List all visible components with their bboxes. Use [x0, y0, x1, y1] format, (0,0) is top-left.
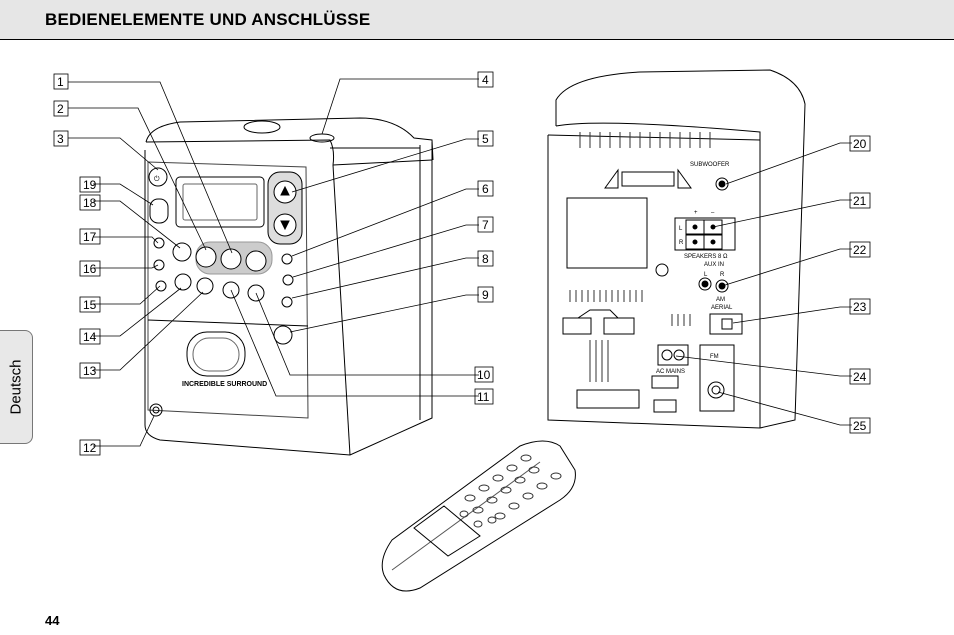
callout-3: 3 [57, 132, 64, 146]
callout-12: 12 [83, 441, 97, 455]
page-title: BEDIENELEMENTE UND ANSCHLÜSSE [45, 10, 371, 29]
page-header: BEDIENELEMENTE UND ANSCHLÜSSE [0, 0, 954, 40]
speaker-l-label: L [679, 226, 683, 232]
callout-2: 2 [57, 102, 64, 116]
callout-25: 25 [853, 419, 867, 433]
callout-21: 21 [853, 194, 867, 208]
callout-15: 15 [83, 298, 97, 312]
callout-7: 7 [482, 218, 489, 232]
callout-6: 6 [482, 182, 489, 196]
speaker-r-label: R [679, 240, 684, 246]
callout-20: 20 [853, 137, 867, 151]
callout-boxes [53, 71, 871, 456]
aerial-label: AERIAL [711, 305, 733, 311]
callout-1: 1 [57, 75, 64, 89]
leader-lines [68, 78, 852, 447]
callout-23: 23 [853, 300, 867, 314]
fm-label: FM [710, 354, 719, 360]
callout-9: 9 [482, 288, 489, 302]
callout-10: 10 [477, 368, 491, 382]
am-label: AM [716, 297, 725, 303]
speakers-label: SPEAKERS 8 Ω [684, 254, 728, 260]
callout-16: 16 [83, 262, 97, 276]
callout-11: 11 [477, 390, 490, 404]
front-brand-text: INCREDIBLE SURROUND [182, 381, 267, 388]
callout-14: 14 [83, 330, 97, 344]
callout-8: 8 [482, 252, 489, 266]
callout-4: 4 [482, 73, 489, 87]
remote-control [381, 440, 576, 592]
aux-l-label: L [704, 272, 708, 278]
speaker-minus-label: – [711, 210, 715, 216]
aux-r-label: R [720, 272, 725, 278]
subwoofer-label: SUBWOOFER [690, 162, 730, 168]
callout-13: 13 [83, 364, 97, 378]
ac-mains-label: AC MAINS [656, 369, 685, 375]
language-tab[interactable]: Deutsch [0, 330, 33, 444]
aux-in-label: AUX IN [704, 262, 724, 268]
callout-24: 24 [853, 370, 867, 384]
front-unit: ⏻ [144, 117, 434, 456]
svg-text:⏻: ⏻ [154, 175, 160, 183]
callout-5: 5 [482, 132, 489, 146]
speaker-plus-label: + [694, 210, 698, 216]
back-unit [547, 69, 806, 429]
callout-18: 18 [83, 196, 97, 210]
page-number: 44 [45, 613, 60, 628]
callout-17: 17 [83, 230, 97, 244]
callout-19: 19 [83, 178, 97, 192]
callout-22: 22 [853, 243, 867, 257]
